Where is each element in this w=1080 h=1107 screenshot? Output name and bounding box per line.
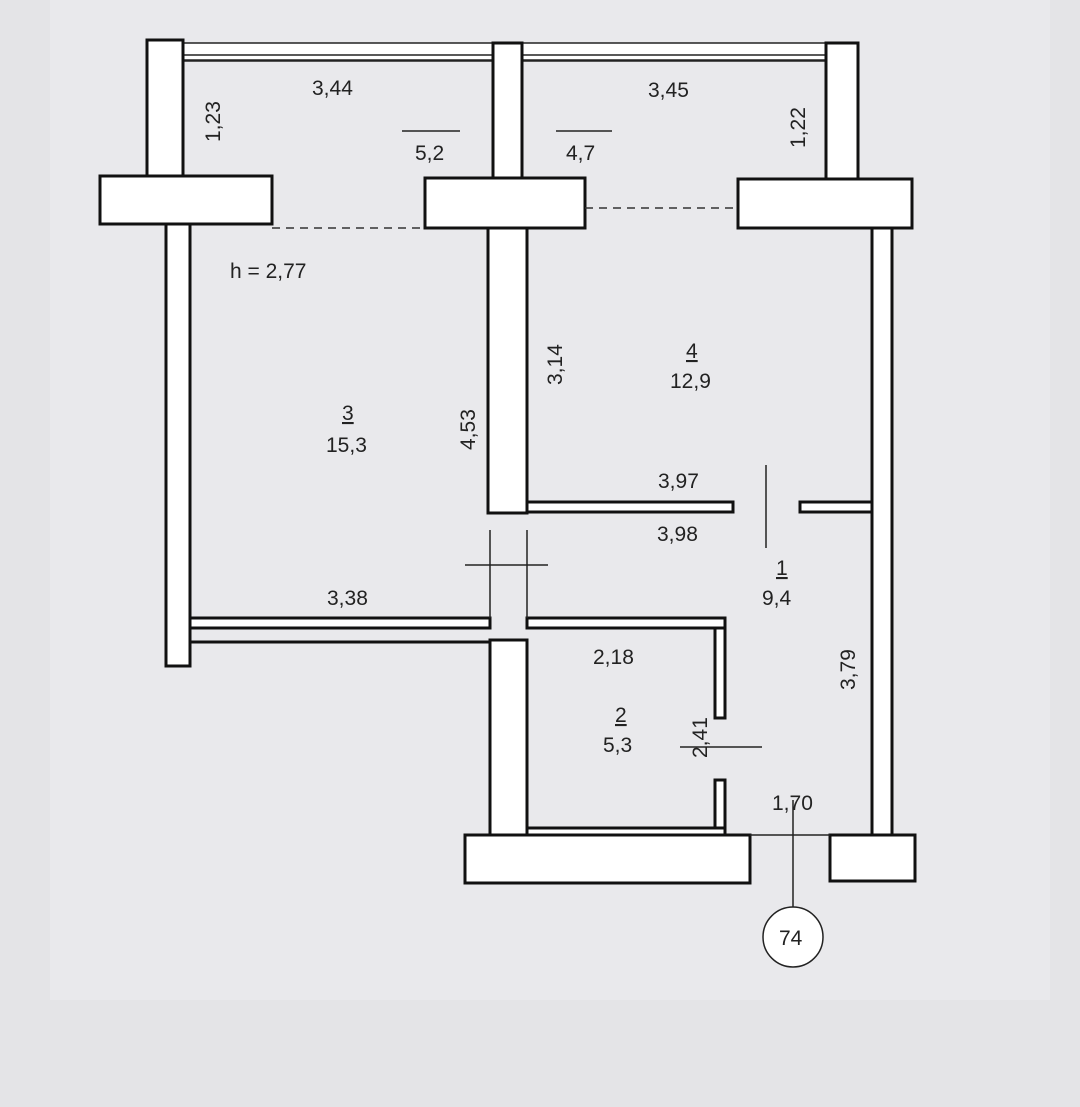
room-2-length: 2,41 bbox=[689, 717, 712, 758]
apartment-number: 74 bbox=[779, 927, 803, 950]
room-1-width: 3,98 bbox=[657, 523, 698, 546]
room-3-width: 3,38 bbox=[327, 587, 368, 610]
room-2-width: 2,18 bbox=[593, 646, 634, 669]
room-4-length: 3,14 bbox=[544, 344, 567, 385]
room-4-number: 4 bbox=[686, 340, 698, 363]
room-2-area: 5,3 bbox=[603, 734, 632, 757]
apartment-number-circle bbox=[762, 906, 824, 968]
room-4-area: 12,9 bbox=[670, 370, 711, 393]
balcony-1-depth: 1,23 bbox=[202, 101, 225, 142]
room-1-number: 1 bbox=[776, 557, 788, 580]
balcony-1-area: 5,2 bbox=[415, 142, 444, 165]
balcony-1-width: 3,44 bbox=[312, 77, 353, 100]
room-3-length: 4,53 bbox=[457, 409, 480, 450]
balcony-2-depth: 1,22 bbox=[787, 107, 810, 148]
walls bbox=[98, 38, 917, 885]
room-2-number: 2 bbox=[615, 704, 627, 727]
balcony-2-area: 4,7 bbox=[566, 142, 595, 165]
room-3-number: 3 bbox=[342, 402, 354, 425]
ceiling-height: h = 2,77 bbox=[230, 260, 306, 283]
room-1-length: 3,79 bbox=[837, 649, 860, 690]
entrance-width: 1,70 bbox=[772, 792, 813, 815]
room-1-area: 9,4 bbox=[762, 587, 792, 610]
balcony-2-width: 3,45 bbox=[648, 79, 689, 102]
room-3-area: 15,3 bbox=[326, 434, 367, 457]
room-4-width: 3,97 bbox=[658, 470, 699, 493]
